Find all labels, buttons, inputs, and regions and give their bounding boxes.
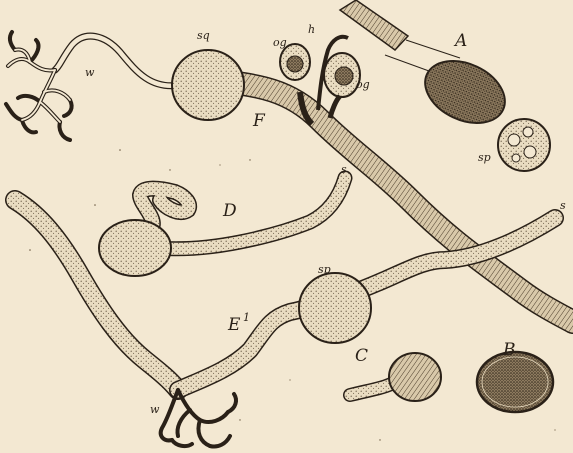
label-B: B (503, 342, 516, 359)
paper-specks (29, 149, 555, 441)
figure-A (340, 0, 550, 171)
sporangium-sp-E (299, 273, 371, 343)
label-E: E (228, 317, 240, 334)
label-sp-A: sp (478, 152, 491, 163)
label-h: h (308, 24, 315, 35)
figure-B-spore (477, 352, 553, 412)
label-w-top: w (85, 67, 94, 78)
figure-D (99, 178, 345, 276)
label-D: D (223, 203, 237, 220)
label-s-D: s (341, 164, 347, 175)
label-og-right: og (356, 79, 370, 90)
label-s-E: s (560, 200, 566, 211)
rhizoids-bottom (161, 390, 236, 447)
label-E-superscript: 1 (243, 312, 250, 323)
label-og-left: og (273, 37, 287, 48)
label-C: C (355, 348, 368, 365)
sporangium-sq (172, 50, 244, 120)
label-sp-E: sp (318, 264, 331, 275)
rhizoids-top (6, 32, 72, 140)
label-w-bottom: w (150, 404, 159, 415)
label-A: A (455, 33, 467, 50)
label-F: F (253, 113, 265, 130)
label-sq: sq (197, 30, 210, 41)
